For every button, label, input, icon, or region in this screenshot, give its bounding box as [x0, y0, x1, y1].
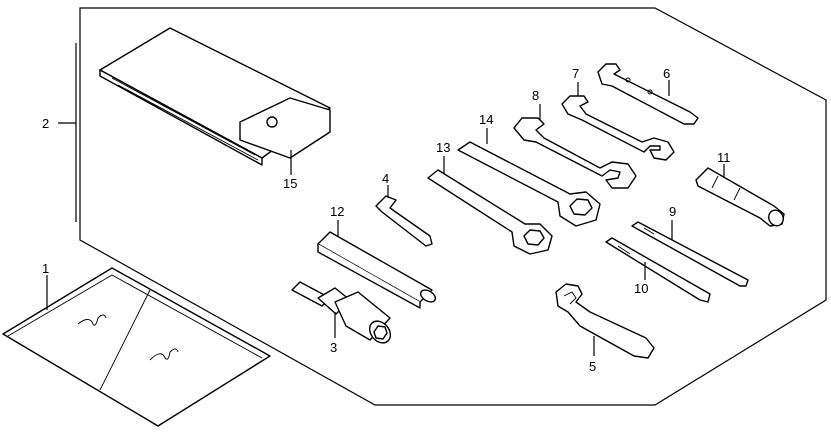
hex-key[interactable] [375, 195, 433, 247]
callout-7: 7 [572, 66, 579, 81]
screwdriver-handle[interactable] [695, 167, 786, 228]
open-end-wrench-small[interactable] [597, 63, 699, 125]
open-end-wrench-medium[interactable] [561, 95, 675, 161]
callout-5: 5 [589, 359, 596, 374]
extension-bar[interactable] [317, 231, 437, 309]
callout-11: 11 [717, 150, 731, 165]
pin-spanner[interactable] [555, 283, 655, 359]
callout-2: 2 [42, 116, 49, 131]
callout-2-bracket [58, 43, 77, 222]
callout-6: 6 [663, 66, 670, 81]
kit-boundary [79, 7, 827, 406]
callout-10: 10 [634, 281, 648, 296]
callout-15: 15 [283, 176, 297, 191]
open-end-wrench-large[interactable] [513, 117, 637, 189]
manual-bag[interactable] [2, 267, 271, 427]
callout-14: 14 [479, 112, 493, 127]
callout-3: 3 [330, 340, 337, 355]
callout-4: 4 [382, 171, 389, 186]
socket-wrench[interactable] [291, 281, 395, 347]
callout-8: 8 [532, 88, 539, 103]
tool-bag[interactable] [99, 27, 331, 166]
callout-1: 1 [42, 261, 49, 276]
callout-13: 13 [436, 140, 450, 155]
callout-12: 12 [330, 204, 344, 219]
ring-wrench-small[interactable] [427, 169, 553, 255]
screwdriver-blade-2[interactable] [605, 237, 711, 303]
callout-9: 9 [669, 204, 676, 219]
bag-snap-button [266, 116, 278, 128]
screwdriver-blade[interactable] [631, 221, 749, 287]
ring-wrench-large[interactable] [457, 141, 601, 227]
